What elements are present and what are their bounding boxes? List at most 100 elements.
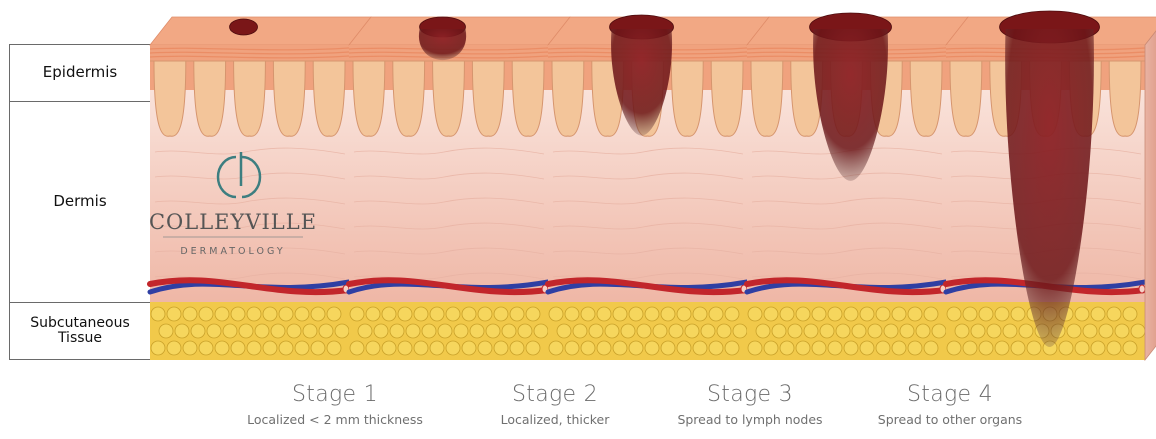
fat-cell xyxy=(725,341,739,355)
fat-cell xyxy=(661,307,675,321)
fat-cell xyxy=(319,324,333,338)
fat-cell xyxy=(764,307,778,321)
fat-cell xyxy=(167,341,181,355)
fat-cell xyxy=(693,307,707,321)
fat-cell xyxy=(987,324,1001,338)
fat-cell xyxy=(1011,341,1025,355)
fat-cell xyxy=(1091,341,1105,355)
fat-cell xyxy=(526,307,540,321)
skin-block-2 xyxy=(349,17,570,360)
fat-cell xyxy=(215,307,229,321)
fat-cell xyxy=(446,341,460,355)
fat-cell xyxy=(223,324,237,338)
fat-cell xyxy=(892,307,906,321)
fat-cell xyxy=(557,324,571,338)
fat-cell xyxy=(486,324,500,338)
fat-cell xyxy=(247,307,261,321)
fat-cell xyxy=(924,307,938,321)
fat-cell xyxy=(677,341,691,355)
fat-cell xyxy=(772,324,786,338)
fat-cell xyxy=(414,341,428,355)
fat-cell xyxy=(597,341,611,355)
fat-cell xyxy=(733,324,747,338)
fat-cell xyxy=(900,324,914,338)
fat-cell xyxy=(446,307,460,321)
fat-cell xyxy=(327,341,341,355)
fat-cell xyxy=(908,341,922,355)
fat-cell xyxy=(804,324,818,338)
fat-cell xyxy=(159,324,173,338)
fat-cell xyxy=(167,307,181,321)
skin-block-3 xyxy=(548,15,769,360)
stage-caption-2: Stage 2 Localized, thicker xyxy=(470,382,640,427)
fat-cell xyxy=(947,307,961,321)
logo-sub: DERMATOLOGY xyxy=(180,246,285,257)
skin-block-1 xyxy=(150,17,371,360)
fat-cell xyxy=(279,341,293,355)
vessel-end xyxy=(1139,285,1145,293)
fat-cell xyxy=(820,324,834,338)
fat-cell xyxy=(358,324,372,338)
fat-cell xyxy=(295,307,309,321)
fat-cell xyxy=(350,341,364,355)
stage-title-3: Stage 3 xyxy=(655,382,845,407)
fat-cell xyxy=(876,307,890,321)
fat-cell xyxy=(812,307,826,321)
fat-cell xyxy=(255,324,269,338)
fat-cell xyxy=(215,341,229,355)
fat-cell xyxy=(1003,324,1017,338)
fat-cell xyxy=(1059,341,1073,355)
skin-surface xyxy=(150,17,371,45)
fat-cell xyxy=(979,341,993,355)
fat-cell xyxy=(860,307,874,321)
fat-cell xyxy=(589,324,603,338)
fat-cell xyxy=(374,324,388,338)
fat-cell xyxy=(971,324,985,338)
stage-desc-4: Spread to other organs xyxy=(855,412,1045,427)
fat-cell xyxy=(534,324,548,338)
fat-cell xyxy=(613,341,627,355)
fat-cell xyxy=(581,307,595,321)
fat-cell xyxy=(1019,324,1033,338)
fat-cell xyxy=(844,307,858,321)
fat-cell xyxy=(892,341,906,355)
fat-cell xyxy=(764,341,778,355)
fat-cell xyxy=(438,324,452,338)
fat-cell xyxy=(271,324,285,338)
fat-cell xyxy=(1123,307,1137,321)
fat-cell xyxy=(565,307,579,321)
fat-cell xyxy=(565,341,579,355)
fat-cell xyxy=(613,307,627,321)
fat-cell xyxy=(1083,324,1097,338)
fat-cell xyxy=(151,341,165,355)
fat-cell xyxy=(916,324,930,338)
fat-cell xyxy=(462,341,476,355)
fat-cell xyxy=(430,341,444,355)
stage-title-2: Stage 2 xyxy=(470,382,640,407)
stage-caption-1: Stage 1 Localized < 2 mm thickness xyxy=(230,382,440,427)
fat-cell xyxy=(780,341,794,355)
fat-cell xyxy=(788,324,802,338)
fat-cell xyxy=(645,341,659,355)
fat-cell xyxy=(932,324,946,338)
fat-cell xyxy=(597,307,611,321)
fat-cell xyxy=(263,341,277,355)
fat-cell xyxy=(183,341,197,355)
fat-cell xyxy=(231,307,245,321)
fat-cell xyxy=(868,324,882,338)
fat-cell xyxy=(510,307,524,321)
stage-desc-1: Localized < 2 mm thickness xyxy=(230,412,440,427)
fat-cell xyxy=(908,307,922,321)
fat-cell xyxy=(812,341,826,355)
fat-cell xyxy=(677,307,691,321)
fat-cell xyxy=(422,324,436,338)
fat-cell xyxy=(860,341,874,355)
fat-cell xyxy=(1067,324,1081,338)
fat-cell xyxy=(995,341,1009,355)
fat-cell xyxy=(780,307,794,321)
fat-cell xyxy=(669,324,683,338)
fat-cell xyxy=(510,341,524,355)
fat-cell xyxy=(701,324,715,338)
fat-cell xyxy=(828,307,842,321)
